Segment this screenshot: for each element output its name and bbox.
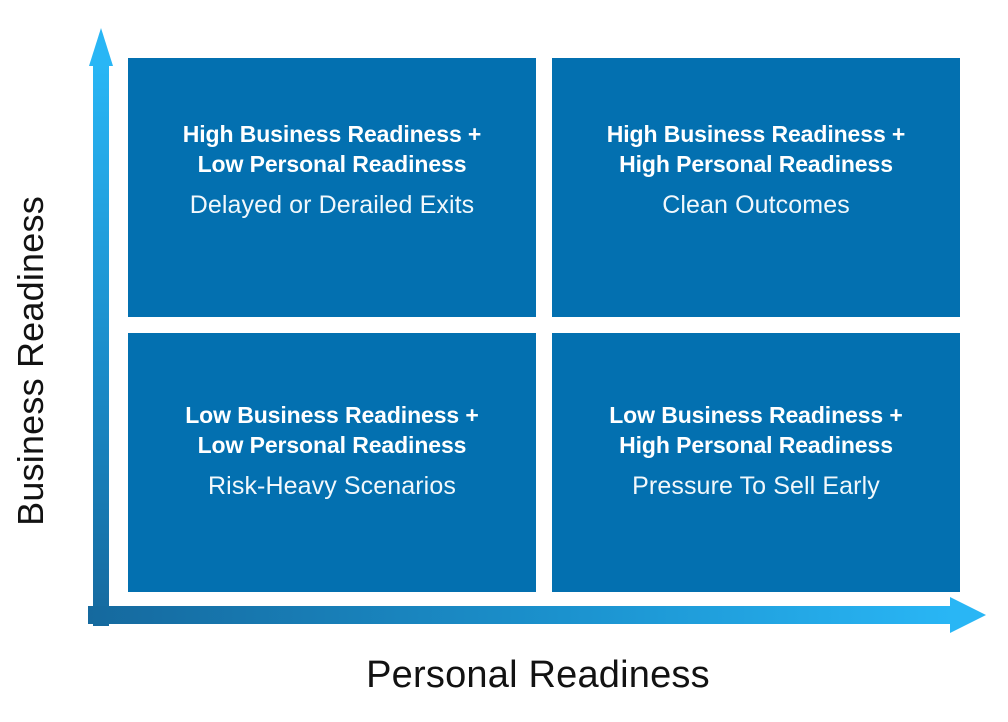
quadrant-title-line-1: High Business Readiness + xyxy=(606,120,906,147)
quadrant-title: High Business Readiness + Low Personal R… xyxy=(183,120,482,180)
quadrant-title: Low Business Readiness + High Personal R… xyxy=(609,401,903,461)
quadrant-title-line-2: High Personal Readiness xyxy=(619,431,893,458)
quadrant-grid: High Business Readiness + Low Personal R… xyxy=(128,58,960,592)
quadrant-title-line-2: Low Personal Readiness xyxy=(197,150,467,177)
quadrant-title-line-1: Low Business Readiness + xyxy=(609,401,903,428)
quadrant-title: High Business Readiness + High Personal … xyxy=(607,120,906,180)
arrow-right-icon xyxy=(88,597,986,633)
quadrant-subtitle: Risk-Heavy Scenarios xyxy=(208,471,456,500)
quadrant-title-line-1: Low Business Readiness + xyxy=(185,401,479,428)
arrow-up-icon xyxy=(89,28,113,626)
y-axis-arrow xyxy=(88,26,114,626)
quadrant-title: Low Business Readiness + Low Personal Re… xyxy=(185,401,479,461)
quadrant-subtitle: Pressure To Sell Early xyxy=(632,471,880,500)
x-axis-arrow xyxy=(88,596,988,634)
x-axis-label: Personal Readiness xyxy=(366,653,710,696)
quadrant-title-line-2: Low Personal Readiness xyxy=(197,431,467,458)
quadrant-high-business-low-personal[interactable]: High Business Readiness + Low Personal R… xyxy=(128,58,536,317)
quadrant-title-line-1: High Business Readiness + xyxy=(182,120,482,147)
quadrant-title-line-2: High Personal Readiness xyxy=(619,150,893,177)
quadrant-subtitle: Clean Outcomes xyxy=(662,190,850,219)
y-axis-label: Business Readiness xyxy=(10,196,51,526)
quadrant-low-business-high-personal[interactable]: Low Business Readiness + High Personal R… xyxy=(552,333,960,592)
quadrant-low-business-low-personal[interactable]: Low Business Readiness + Low Personal Re… xyxy=(128,333,536,592)
quadrant-subtitle: Delayed or Derailed Exits xyxy=(189,190,475,219)
quadrant-high-business-high-personal[interactable]: High Business Readiness + High Personal … xyxy=(552,58,960,317)
